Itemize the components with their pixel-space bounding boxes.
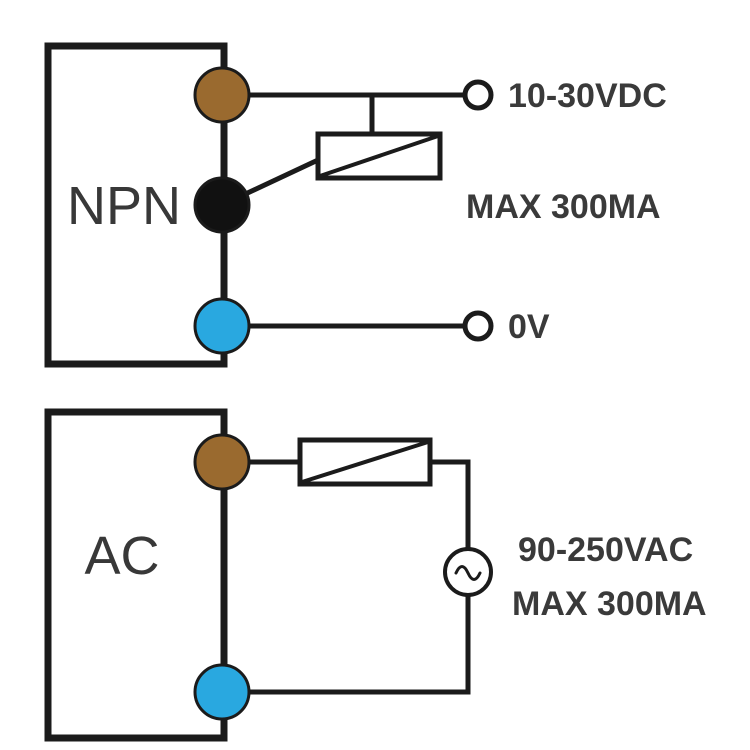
- ac-supply-label: 90-250VAC: [518, 531, 693, 569]
- npn-black-terminal: [193, 176, 251, 234]
- npn-brown-terminal: [193, 66, 251, 124]
- ac-load-diagonal: [301, 440, 429, 484]
- npn-supply-label: 10-30VDC: [508, 77, 667, 115]
- npn-load-diagonal: [319, 134, 439, 178]
- ac-return-wire: [222, 595, 471, 695]
- ac-device-box: [44, 408, 228, 742]
- ac-load-rating-label: MAX 300MA: [512, 585, 707, 623]
- ac-blue-terminal: [193, 663, 251, 721]
- npn-device-label: NPN: [67, 176, 181, 236]
- npn-blue-terminal: [193, 297, 251, 355]
- sine-wave-icon: [454, 565, 482, 581]
- npn-ground-label: 0V: [508, 308, 550, 346]
- npn-ground-open-terminal: [462, 310, 494, 342]
- npn-diagram: NPN 10-30VDC MAX 300MA 0V: [44, 42, 667, 368]
- ac-device-label: AC: [84, 526, 159, 586]
- ac-diagram: AC 90-250VAC MAX 300MA: [44, 408, 707, 742]
- npn-supply-open-terminal: [462, 79, 494, 111]
- npn-load-rating-label: MAX 300MA: [466, 188, 661, 226]
- ac-brown-terminal: [193, 433, 251, 491]
- ac-load-to-source-wire: [430, 459, 471, 550]
